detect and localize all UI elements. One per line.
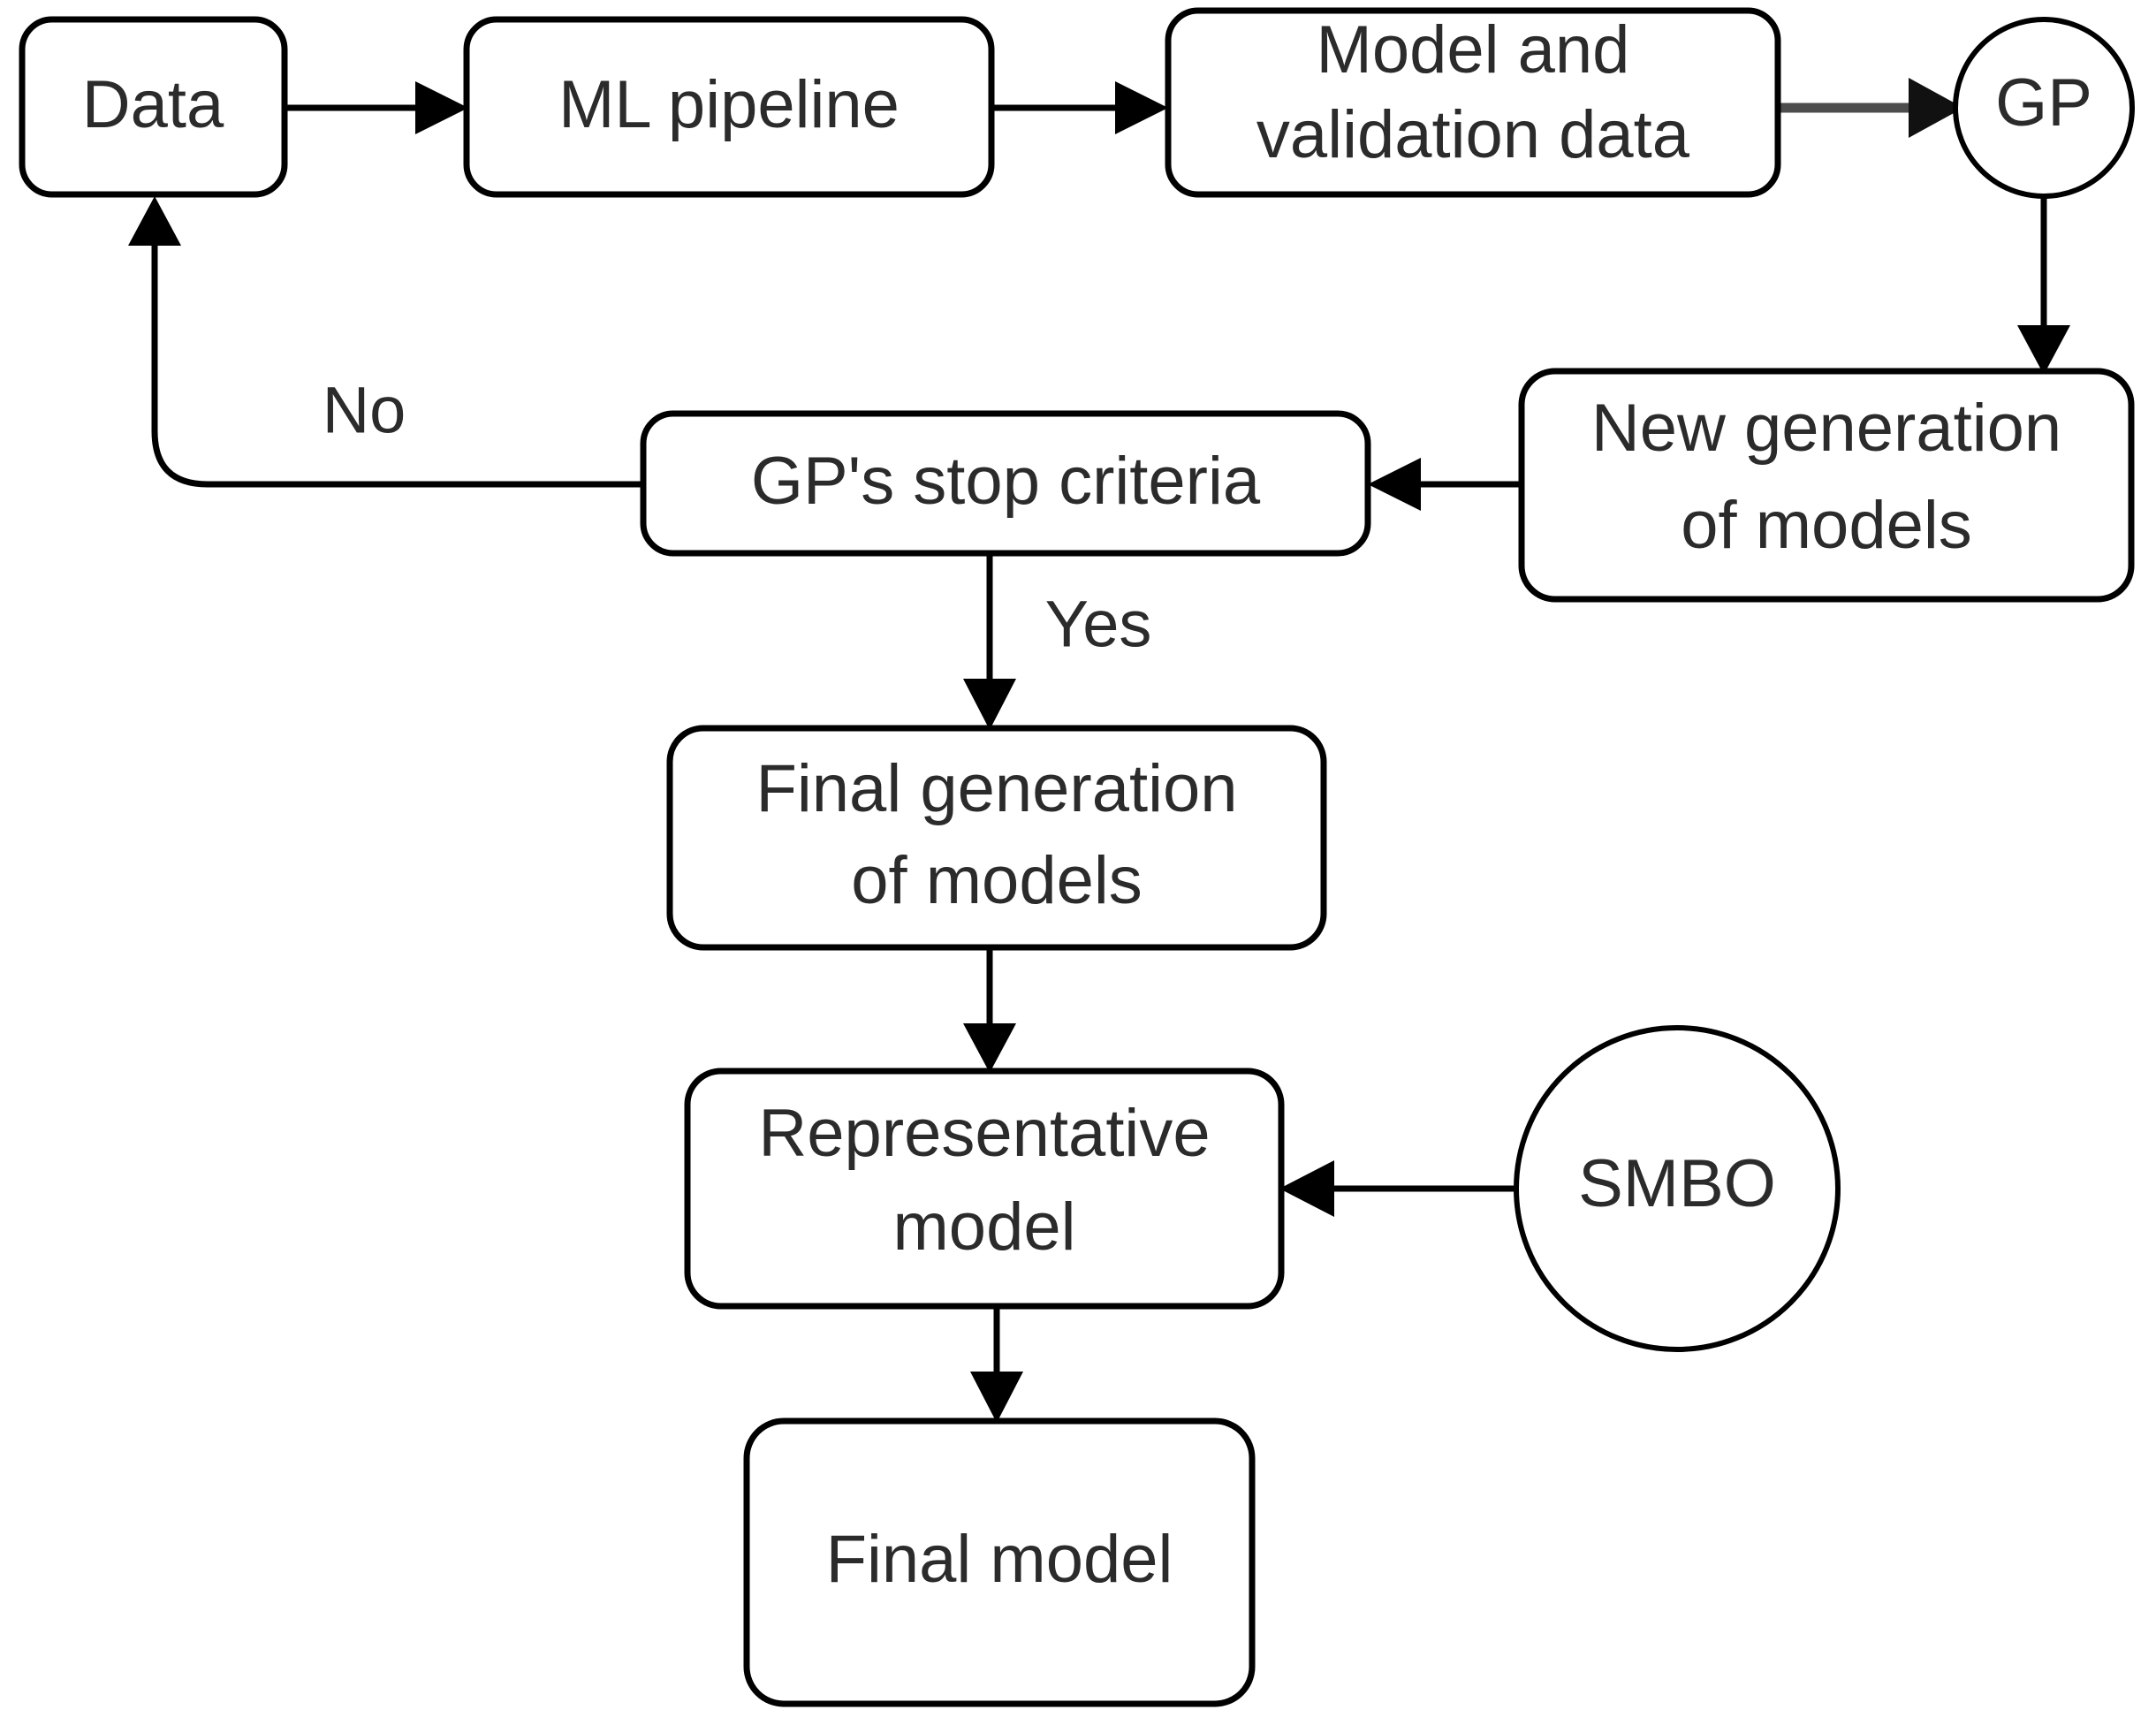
node-gp-stop-criteria[interactable]: GP's stop criteria — [640, 410, 1371, 557]
node-smbo-shape[interactable] — [1514, 1025, 1841, 1352]
node-representative-model-label-line2: model — [893, 1189, 1076, 1265]
node-new-generation-of-models-label-line2: of models — [1681, 488, 1972, 563]
edge-stop-criteria-to-data-no — [128, 196, 643, 488]
node-model-and-validation-data-label-line1: Model and — [1317, 12, 1630, 87]
node-final-model-shape[interactable] — [743, 1417, 1256, 1707]
node-final-model-label: Final model — [826, 1522, 1173, 1597]
edge-model-validation-to-gp — [1778, 78, 1963, 138]
node-gp-shape[interactable] — [1953, 17, 2135, 199]
edge-data-to-ml-pipeline — [285, 81, 468, 134]
node-data[interactable]: Data — [19, 16, 288, 198]
node-data-shape[interactable] — [19, 16, 288, 198]
node-representative-model[interactable]: Representative model — [684, 1068, 1285, 1310]
edge-stop-criteria-to-final-generation-yes — [963, 555, 1016, 730]
node-model-and-validation-data[interactable]: Model and validation data — [1165, 7, 1781, 198]
edge-label-no: No — [323, 374, 406, 447]
node-gp[interactable]: GP — [1953, 17, 2135, 199]
node-new-generation-of-models[interactable]: New generation of models — [1518, 368, 2135, 603]
node-gp-stop-criteria-shape[interactable] — [640, 410, 1371, 557]
edge-smbo-to-representative-model — [1279, 1160, 1518, 1217]
node-ml-pipeline-shape[interactable] — [463, 16, 995, 198]
edge-ml-pipeline-to-model-validation — [991, 81, 1168, 134]
node-final-model[interactable]: Final model — [743, 1417, 1256, 1707]
node-gp-label: GP — [1995, 65, 2092, 141]
node-ml-pipeline-label: ML pipeline — [558, 67, 900, 142]
edge-gp-to-new-generation — [2017, 196, 2070, 375]
node-gp-stop-criteria-label: GP's stop criteria — [751, 444, 1261, 519]
node-final-generation-of-models-label-line2: of models — [851, 843, 1143, 918]
node-new-generation-of-models-label-line1: New generation — [1591, 391, 2061, 466]
node-final-generation-of-models-label-line1: Final generation — [755, 751, 1237, 826]
node-ml-pipeline[interactable]: ML pipeline — [463, 16, 995, 198]
edge-label-yes: Yes — [1045, 588, 1152, 661]
node-smbo[interactable]: SMBO — [1514, 1025, 1841, 1352]
node-representative-model-label-line1: Representative — [758, 1096, 1210, 1171]
node-final-generation-of-models-shape[interactable] — [666, 725, 1327, 951]
node-representative-model-shape[interactable] — [684, 1068, 1285, 1310]
node-data-label: Data — [82, 67, 224, 142]
edge-representative-model-to-final-model — [970, 1306, 1023, 1423]
edge-new-generation-to-stop-criteria — [1368, 458, 1522, 511]
node-model-and-validation-data-label-line2: validation data — [1256, 97, 1690, 172]
node-smbo-label: SMBO — [1578, 1146, 1776, 1221]
edge-final-generation-to-representative-model — [963, 947, 1016, 1073]
node-new-generation-of-models-shape[interactable] — [1518, 368, 2135, 603]
node-final-generation-of-models[interactable]: Final generation of models — [666, 725, 1327, 951]
node-model-and-validation-data-shape[interactable] — [1165, 7, 1781, 198]
